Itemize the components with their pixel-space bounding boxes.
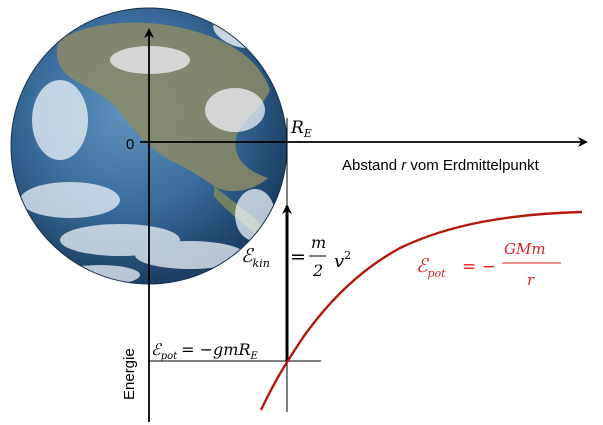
svg-text:m: m [311,233,326,252]
svg-text:v2: v2 [334,249,351,272]
earth-radius-label: RE [290,118,312,140]
svg-text:=: = [290,246,306,268]
svg-text:ℰkin: ℰkin [241,245,270,270]
svg-text:2: 2 [312,261,323,280]
kinetic-energy-formula: ℰkin = m 2 v2 [241,233,351,280]
north-america-landmass [56,22,270,192]
svg-text:ℰpot: ℰpot [416,255,446,280]
potential-energy-formula: ℰpot = − GMm r [416,240,561,289]
cloud-cover [20,46,275,284]
potential-energy-curve [259,210,583,411]
svg-text:= −: = − [462,257,496,277]
surface-potential-formula: ℰpot= −gmRE [151,340,259,362]
origin-label: 0 [126,136,134,153]
svg-text:r: r [527,271,535,289]
distance-axis-label: Abstand r vom Erdmittelpunkt [342,157,540,174]
earth-globe [10,7,288,285]
energy-axis-label: Energie [121,348,138,400]
svg-text:GMm: GMm [504,240,546,258]
